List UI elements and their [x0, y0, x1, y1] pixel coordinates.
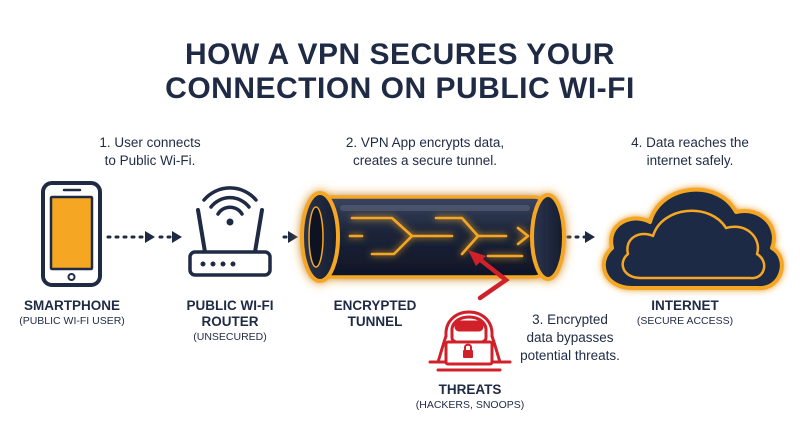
- internet-label: INTERNET (SECURE ACCESS): [625, 298, 745, 328]
- smartphone-label-sub: (PUBLIC WI-FI USER): [19, 315, 125, 327]
- connector-tunnel-cloud: [566, 231, 595, 243]
- step-4-caption: 4. Data reaches the internet safely.: [610, 134, 770, 170]
- threats-label: THREATS (HACKERS, SNOOPS): [400, 382, 540, 412]
- tunnel-label-main-2: TUNNEL: [347, 314, 403, 329]
- step-3-caption: 3. Encrypted data bypasses potential thr…: [500, 311, 640, 365]
- step-1-caption: 1. User connects to Public Wi-Fi.: [75, 134, 225, 170]
- title-line-1: HOW A VPN SECURES YOUR: [185, 38, 615, 71]
- encrypted-tunnel-icon: [300, 191, 566, 283]
- threat-arrow-icon: [468, 250, 510, 301]
- step-4-line-2: internet safely.: [646, 153, 734, 168]
- tunnel-label: ENCRYPTED TUNNEL: [320, 298, 430, 330]
- step-3-line-3: potential threats.: [520, 348, 620, 363]
- connector-phone-router: [106, 231, 182, 243]
- step-2-caption: 2. VPN App encrypts data, creates a secu…: [325, 134, 525, 170]
- router-label: PUBLIC WI-FI ROUTER (UNSECURED): [170, 298, 290, 344]
- router-label-sub: (UNSECURED): [193, 331, 267, 343]
- step-1-line-1: 1. User connects: [99, 135, 201, 150]
- step-2-line-2: creates a secure tunnel.: [352, 153, 498, 168]
- connector-router-tunnel: [282, 231, 298, 243]
- internet-label-main: INTERNET: [651, 298, 719, 313]
- title-line-2: CONNECTION ON PUBLIC WI-FI: [165, 72, 635, 105]
- step-4-line-1: 4. Data reaches the: [631, 135, 749, 150]
- page-title: HOW A VPN SECURES YOUR CONNECTION ON PUB…: [0, 38, 800, 106]
- step-2-line-1: 2. VPN App encrypts data,: [345, 135, 505, 150]
- smartphone-label: SMARTPHONE (PUBLIC WI-FI USER): [0, 298, 144, 328]
- step-3-line-2: data bypasses: [526, 330, 614, 345]
- router-label-main-1: PUBLIC WI-FI: [186, 298, 274, 313]
- hacker-icon: [428, 310, 512, 372]
- step-1-line-2: to Public Wi-Fi.: [104, 153, 196, 168]
- step-3-line-1: 3. Encrypted: [532, 312, 608, 327]
- wifi-router-icon: [188, 186, 272, 277]
- tunnel-label-main-1: ENCRYPTED: [333, 298, 417, 313]
- threats-label-sub: (HACKERS, SNOOPS): [415, 399, 525, 411]
- smartphone-label-main: SMARTPHONE: [23, 298, 120, 313]
- router-label-main-2: ROUTER: [201, 314, 259, 329]
- cloud-icon: [601, 187, 784, 291]
- internet-label-sub: (SECURE ACCESS): [636, 315, 734, 327]
- smartphone-icon: [41, 181, 102, 287]
- threats-label-main: THREATS: [438, 382, 502, 397]
